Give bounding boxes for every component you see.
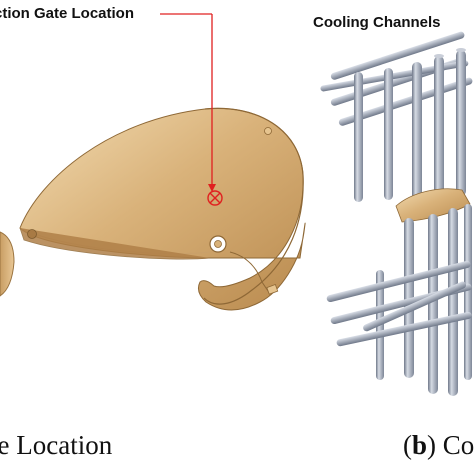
caption-a: te Location (0, 430, 113, 460)
caption-b-letter: b (412, 430, 428, 460)
caption-b: (b) Co (403, 430, 474, 460)
cooling-channels-assembly (320, 31, 473, 396)
partial-part-left (0, 231, 15, 297)
caption-b-text: Co (442, 430, 474, 460)
spiral-molded-part (19, 107, 306, 311)
gate-location-label: ction Gate Location (0, 5, 135, 22)
cooling-channels-label: Cooling Channels (313, 14, 441, 31)
upper-horizontal-pipes (320, 31, 473, 126)
lower-horizontal-pipes (326, 260, 472, 347)
gate-arrow (160, 13, 216, 192)
upper-vertical-pipes (354, 48, 466, 202)
part-in-mold (395, 188, 471, 223)
circle-x-icon (207, 190, 223, 206)
lower-vertical-pipes (376, 204, 472, 396)
